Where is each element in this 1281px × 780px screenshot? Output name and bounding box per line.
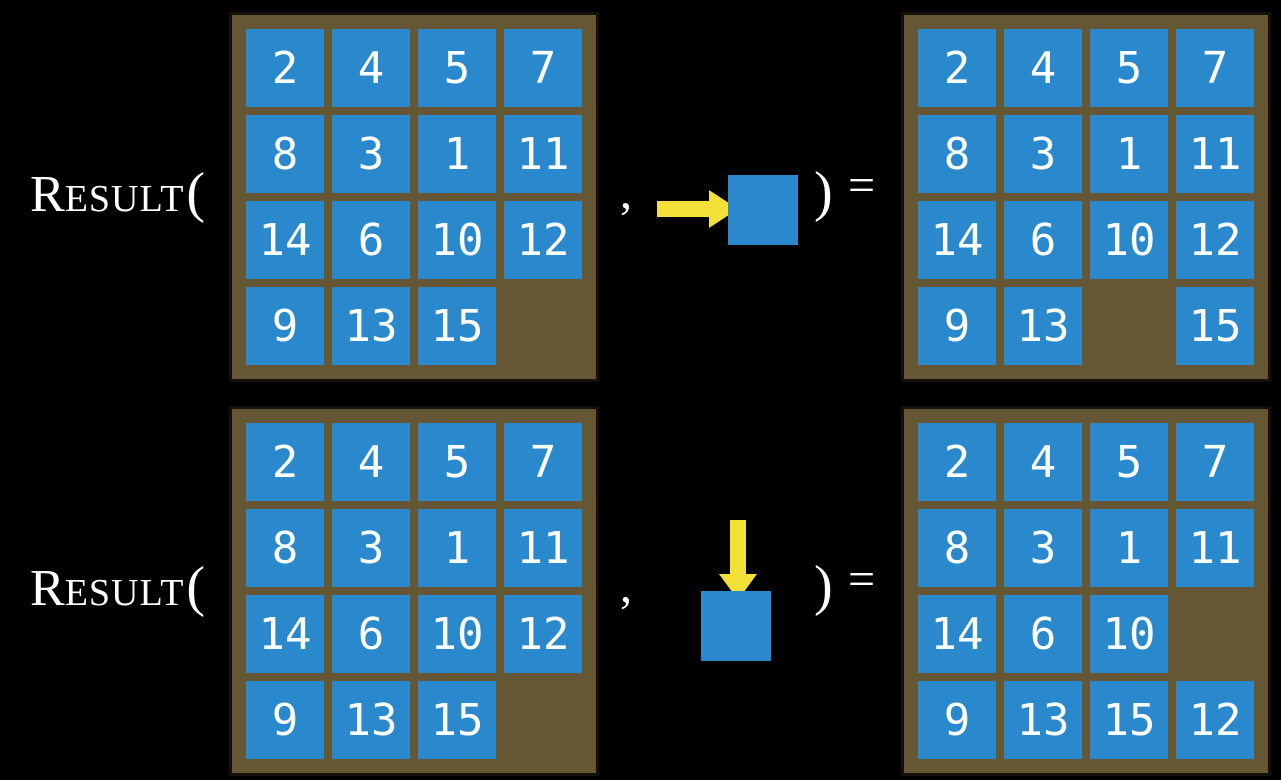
puzzle-tile: 14 — [918, 201, 996, 279]
puzzle-tile: 4 — [1004, 29, 1082, 107]
equals-sign: = — [848, 553, 876, 606]
puzzle-tile: 3 — [1004, 509, 1082, 587]
puzzle-tile: 2 — [246, 29, 324, 107]
puzzle-tile: 8 — [918, 509, 996, 587]
puzzle-tile: 5 — [418, 29, 496, 107]
comma-separator: , — [620, 560, 632, 613]
puzzle-tile: 10 — [1090, 201, 1168, 279]
puzzle-tile: 6 — [1004, 595, 1082, 673]
empty-cell — [504, 681, 582, 759]
puzzle-tile: 8 — [246, 115, 324, 193]
puzzle-tile: 11 — [504, 509, 582, 587]
puzzle-tile: 5 — [1090, 29, 1168, 107]
puzzle-tile: 8 — [246, 509, 324, 587]
puzzle-tile: 11 — [1176, 115, 1254, 193]
sliding-tile-square — [728, 175, 798, 245]
puzzle-tile: 5 — [1090, 423, 1168, 501]
function-name-rest: ESULT — [64, 572, 185, 614]
puzzle-tile: 12 — [1176, 201, 1254, 279]
puzzle-tile: 10 — [418, 595, 496, 673]
puzzle-tile: 7 — [504, 423, 582, 501]
puzzle-tile: 15 — [418, 681, 496, 759]
puzzle-tile: 5 — [418, 423, 496, 501]
function-name-rest: ESULT — [64, 178, 185, 220]
empty-cell — [504, 287, 582, 365]
puzzle-tile: 4 — [332, 423, 410, 501]
puzzle-tile: 11 — [504, 115, 582, 193]
puzzle-tile: 3 — [332, 509, 410, 587]
open-paren: ( — [186, 162, 206, 224]
puzzle-tile: 9 — [918, 681, 996, 759]
puzzle-tile: 1 — [418, 509, 496, 587]
puzzle-tile: 7 — [504, 29, 582, 107]
close-paren: ) — [814, 555, 833, 617]
puzzle-tile: 12 — [504, 595, 582, 673]
puzzle-tile: 1 — [1090, 509, 1168, 587]
puzzle-tile: 15 — [418, 287, 496, 365]
puzzle-tile: 14 — [246, 201, 324, 279]
arrow-right-icon — [657, 190, 738, 228]
puzzle-tile: 11 — [1176, 509, 1254, 587]
function-name-initial: R — [30, 166, 65, 223]
puzzle-tile: 6 — [332, 201, 410, 279]
puzzle-tile: 12 — [504, 201, 582, 279]
puzzle-tile: 3 — [1004, 115, 1082, 193]
puzzle-tile: 9 — [918, 287, 996, 365]
puzzle-tile: 10 — [418, 201, 496, 279]
puzzle-tile: 2 — [918, 29, 996, 107]
puzzle-tile: 1 — [1090, 115, 1168, 193]
puzzle-tile: 10 — [1090, 595, 1168, 673]
puzzle-tile: 7 — [1176, 423, 1254, 501]
empty-cell — [1090, 287, 1168, 365]
puzzle-tile: 13 — [1004, 287, 1082, 365]
puzzle-tile: 2 — [918, 423, 996, 501]
puzzle-tile: 9 — [246, 287, 324, 365]
puzzle-tile: 4 — [1004, 423, 1082, 501]
puzzle-tile: 12 — [1176, 681, 1254, 759]
comma-separator: , — [620, 166, 632, 219]
puzzle-tile: 13 — [332, 287, 410, 365]
sliding-tile-square — [701, 591, 771, 661]
puzzle-tile: 13 — [332, 681, 410, 759]
puzzle-tile: 15 — [1176, 287, 1254, 365]
close-paren: ) — [814, 161, 833, 223]
puzzle-tile: 9 — [246, 681, 324, 759]
puzzle-tile: 14 — [918, 595, 996, 673]
puzzle-tile: 15 — [1090, 681, 1168, 759]
puzzle-tile: 4 — [332, 29, 410, 107]
function-name-initial: R — [30, 560, 65, 617]
puzzle-tile: 1 — [418, 115, 496, 193]
puzzle-tile: 6 — [332, 595, 410, 673]
puzzle-tile: 6 — [1004, 201, 1082, 279]
equals-sign: = — [848, 159, 876, 212]
puzzle-tile: 8 — [918, 115, 996, 193]
empty-cell — [1176, 595, 1254, 673]
puzzle-tile: 2 — [246, 423, 324, 501]
puzzle-tile: 13 — [1004, 681, 1082, 759]
arrow-down-icon — [719, 520, 757, 600]
puzzle-tile: 7 — [1176, 29, 1254, 107]
result-function-label: R ESULT ( — [30, 165, 205, 221]
result-function-label: R ESULT ( — [30, 559, 205, 615]
puzzle-tile: 14 — [246, 595, 324, 673]
open-paren: ( — [186, 556, 206, 618]
puzzle-tile: 3 — [332, 115, 410, 193]
